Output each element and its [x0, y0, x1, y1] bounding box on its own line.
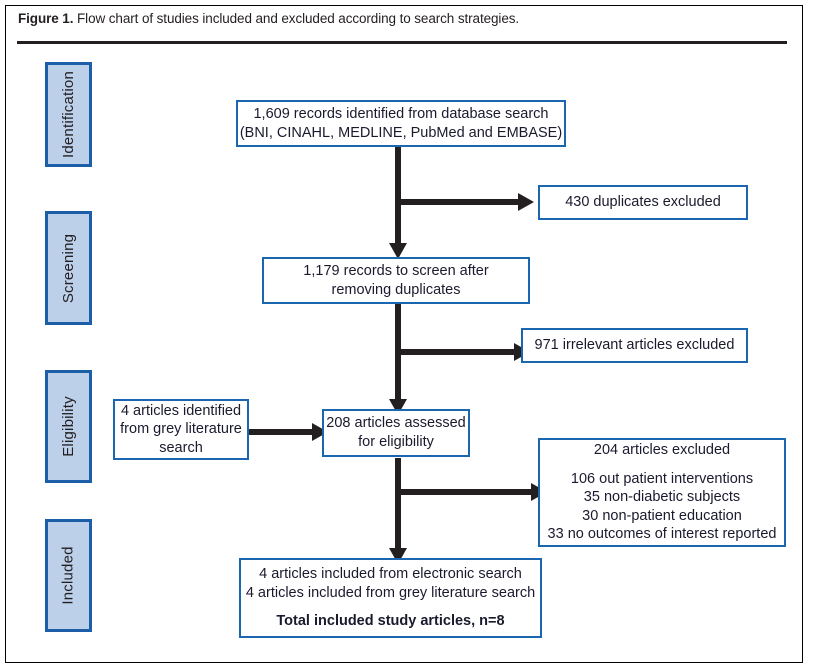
arrowhead-to-records-to-screen [389, 243, 407, 259]
figure-frame [5, 5, 803, 663]
articles-excluded-heading: 204 articles excluded [593, 442, 731, 459]
box-duplicates-excluded: 430 duplicates excluded [538, 185, 748, 220]
box-records-to-screen: 1,179 records to screen after removing d… [262, 257, 530, 304]
box-assessed-eligibility: 208 articles assessed for eligibility [322, 409, 470, 457]
stage-box-screening: Screening [45, 211, 92, 325]
arrowhead-to-duplicates [518, 193, 534, 211]
stage-label-screening: Screening [60, 233, 78, 303]
caption-divider [17, 41, 787, 44]
connector-assessed-to-included [395, 458, 401, 558]
grey-literature-line-1: 4 articles identified [120, 402, 242, 419]
irrelevant-excluded-line-1: 971 irrelevant articles excluded [534, 337, 735, 354]
included-final-line-1: 4 articles included from electronic sear… [259, 566, 522, 583]
connector-to-excluded [395, 489, 538, 495]
figure-label: Figure 1. [18, 11, 74, 26]
records-to-screen-line-1: 1,179 records to screen after [303, 262, 489, 279]
records-identified-line-1: 1,609 records identified from database s… [253, 105, 549, 122]
included-final-line-2: 4 articles included from grey literature… [245, 584, 536, 601]
stage-box-eligibility: Eligibility [45, 370, 92, 483]
articles-excluded-reason-1: 106 out patient interventions [570, 470, 754, 487]
records-to-screen-line-2: removing duplicates [331, 281, 461, 298]
articles-excluded-reason-2: 35 non-diabetic subjects [583, 489, 741, 506]
connector-to-irrelevant [395, 349, 521, 355]
box-grey-literature: 4 articles identified from grey literatu… [113, 399, 249, 460]
grey-literature-line-2: from grey literature [120, 421, 242, 438]
stage-label-eligibility: Eligibility [60, 396, 77, 457]
stage-label-included: Included [60, 546, 77, 605]
stage-box-identification: Identification [45, 62, 92, 167]
box-irrelevant-excluded: 971 irrelevant articles excluded [521, 328, 748, 363]
connector-grey-to-assessed [249, 429, 319, 435]
connector-screen-to-eligibility [395, 303, 401, 407]
stage-box-included: Included [45, 519, 92, 632]
assessed-eligibility-line-1: 208 articles assessed [326, 415, 466, 432]
box-articles-excluded: 204 articles excluded 106 out patient in… [538, 438, 786, 547]
connector-to-duplicates [395, 199, 525, 205]
box-records-identified: 1,609 records identified from database s… [236, 100, 566, 147]
articles-excluded-reason-4: 33 no outcomes of interest reported [547, 526, 777, 543]
stage-label-identification: Identification [60, 70, 77, 159]
figure-caption: Figure 1. Flow chart of studies included… [18, 11, 778, 26]
connector-identified-to-screen [395, 146, 401, 251]
duplicates-excluded-line-1: 430 duplicates excluded [565, 194, 721, 211]
assessed-eligibility-line-2: for eligibility [358, 434, 434, 450]
box-included-final: 4 articles included from electronic sear… [239, 558, 542, 638]
figure-caption-text: Flow chart of studies included and exclu… [77, 11, 520, 26]
records-identified-line-2: (BNI, CINAHL, MEDLINE, PubMed and EMBASE… [239, 124, 563, 141]
included-final-total: Total included study articles, n=8 [276, 613, 505, 630]
grey-literature-line-3: search [159, 439, 203, 456]
articles-excluded-reason-3: 30 non-patient education [582, 507, 742, 524]
